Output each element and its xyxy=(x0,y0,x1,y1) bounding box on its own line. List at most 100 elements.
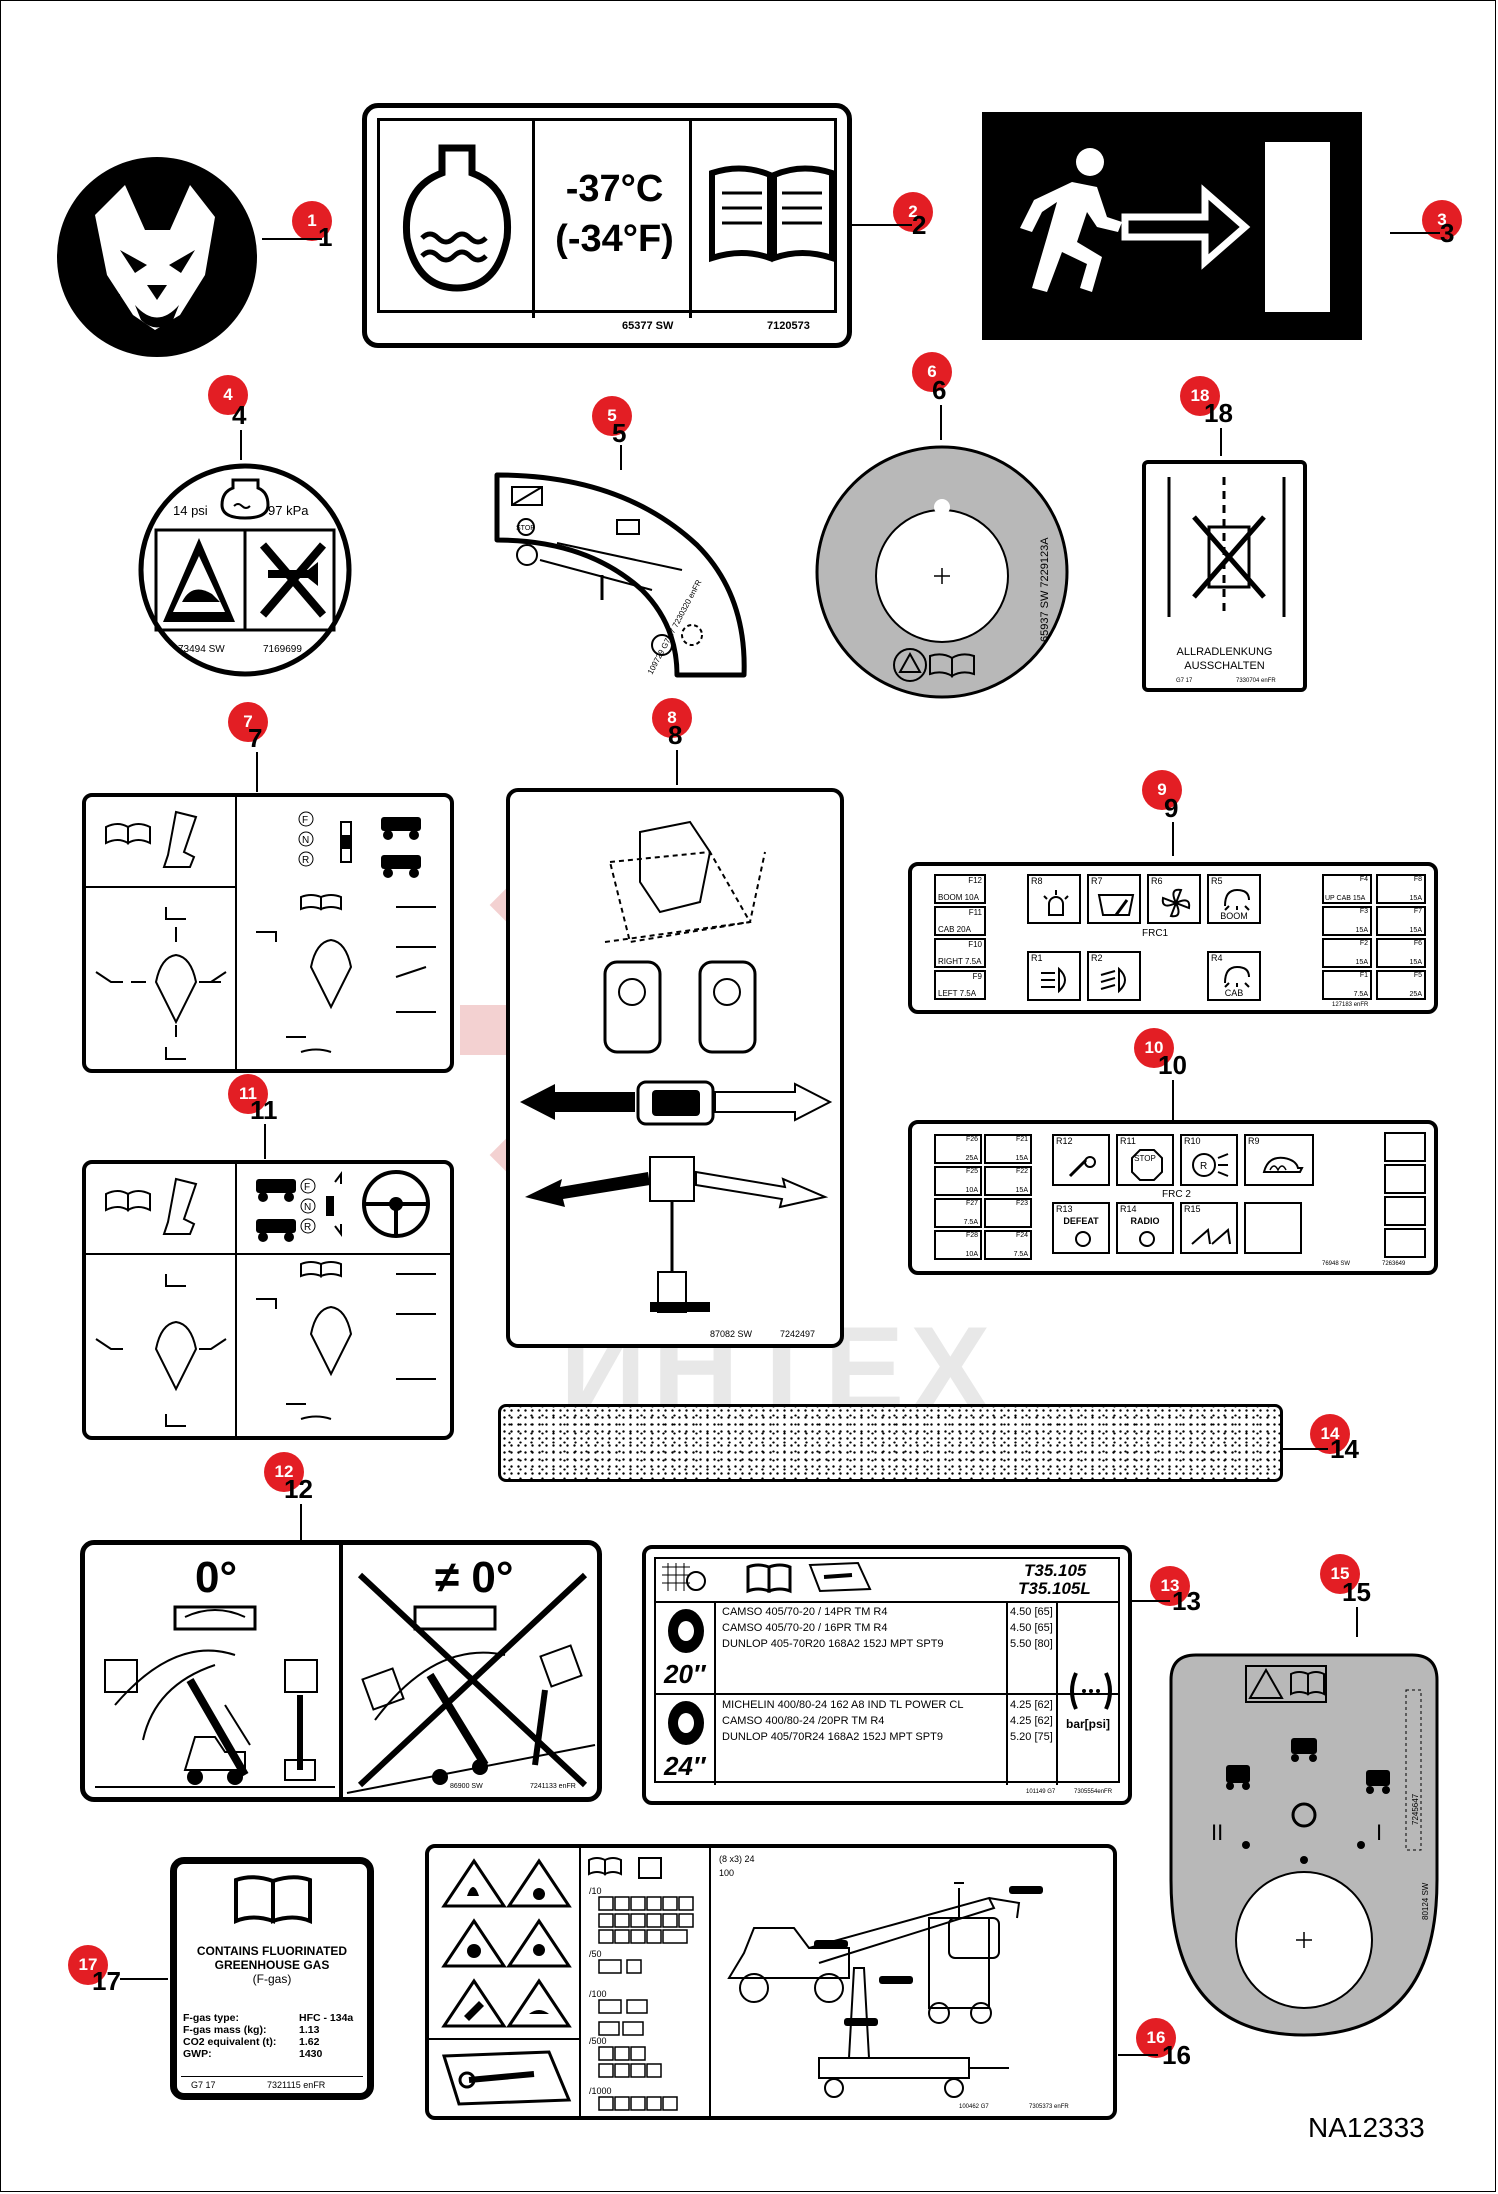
level-ground-decal: 0° ≠ 0° 86900 SW 7241133 enFR xyxy=(80,1540,602,1802)
joystick-movement-decal: 87082 SW 7242497 xyxy=(506,788,844,1348)
item-number-11: 11 xyxy=(250,1095,278,1125)
maintenance-icons-grid: /10 /50 /100 /500 /1000 xyxy=(588,1857,694,2111)
rim-size-20: 20″ xyxy=(664,1659,706,1689)
item-number-2: 2 xyxy=(912,210,927,240)
tire-pressure-gauge-icon xyxy=(1070,1672,1112,1710)
decal-code: 7241133 enFR xyxy=(530,1783,576,1790)
item-number-13: 13 xyxy=(1172,1586,1201,1616)
tire-row: CAMSO 400/80-24 /20PR TM R4 xyxy=(722,1715,885,1727)
pressure-kpa: 97 kPa xyxy=(268,503,309,518)
joystick-movement-diagram: 87082 SW 7242497 xyxy=(520,820,833,1339)
fuse-slot-empty xyxy=(1384,1228,1426,1258)
model-name: T35.105L xyxy=(1018,1579,1091,1598)
leader-line xyxy=(1172,822,1174,856)
item-number-18: 18 xyxy=(1204,398,1233,428)
anti-slip-tread-strip xyxy=(498,1404,1283,1482)
leader-line xyxy=(1118,2054,1158,2056)
decal-code: 76948 SW xyxy=(1322,1261,1351,1267)
badge-17: 17 xyxy=(68,1945,108,1985)
joystick-diagram: FNR xyxy=(86,1164,450,1436)
hydraulic-pressure-decal: 14 psi 97 kPa 73494 SW 7169699 xyxy=(138,463,352,677)
interval-100h: /100 xyxy=(589,1989,607,1999)
tire-row: MICHELIN 400/80-24 162 A8 IND TL POWER C… xyxy=(722,1699,964,1711)
decal-code: G7 17 xyxy=(191,2080,216,2090)
relay-r8: R8 xyxy=(1027,874,1081,924)
tire-row: CAMSO 405/70-20 / 16PR TM R4 xyxy=(722,1622,888,1634)
item-number-6: 6 xyxy=(932,375,947,405)
leader-line xyxy=(264,1124,266,1159)
leader-line xyxy=(676,750,678,785)
fuse-slot-empty xyxy=(1384,1164,1426,1194)
item-number-15: 15 xyxy=(1342,1577,1371,1607)
item-number-14: 14 xyxy=(1330,1434,1359,1464)
bobcat-logo-decal: ® xyxy=(57,157,257,357)
warning-triangles xyxy=(441,1858,572,2028)
pressure-psi: 14 psi xyxy=(173,503,208,518)
decal-text: ALLRADLENKUNG xyxy=(1176,646,1273,658)
arrow-right-icon xyxy=(1121,184,1251,270)
leader-line xyxy=(262,238,322,240)
tire-pressure: 4.50 [65] xyxy=(1010,1606,1053,1618)
item-number-10: 10 xyxy=(1158,1050,1187,1080)
joystick-diagram: FNR xyxy=(86,797,436,1069)
key-switch-disc-decal: 65937 SW 7229123A xyxy=(815,445,1069,699)
fuse-slot-empty xyxy=(1384,1132,1426,1162)
leader-line xyxy=(940,405,942,440)
svg-text:®: ® xyxy=(233,327,240,337)
badge-18: 18 xyxy=(1180,376,1220,416)
fgas-row: F-gas type:HFC - 134a F-gas mass (kg):1.… xyxy=(183,2012,354,2060)
badge-13: 13 xyxy=(1150,1566,1190,1606)
decal-text: AUSSCHALTEN xyxy=(1184,660,1265,672)
badge-5: 5 xyxy=(592,396,632,436)
leader-line xyxy=(120,1978,168,1980)
svg-text:R: R xyxy=(1200,1161,1207,1172)
telehandler-lubrication-diagram xyxy=(727,1882,1043,2098)
all-wheel-steering-off-decal: ALLRADLENKUNG AUSSCHALTEN G7 17 7330704 … xyxy=(1142,460,1307,692)
tire-icon xyxy=(668,1701,704,1745)
tire-pressure: 4.50 [65] xyxy=(1010,1622,1053,1634)
svg-text:N: N xyxy=(304,1202,311,1213)
interval-50h: /50 xyxy=(589,1949,602,1959)
grease-count: (8 x3) 24 xyxy=(719,1854,755,1864)
interval-1000h: /1000 xyxy=(589,2086,612,2096)
model-name: T35.105 xyxy=(1024,1561,1087,1580)
fuse-box-label: FRC 2 xyxy=(1162,1189,1191,1200)
tire-pressure: 4.25 [62] xyxy=(1010,1715,1053,1727)
badge-14: 14 xyxy=(1310,1414,1350,1454)
badge-8: 8 xyxy=(652,698,692,738)
item-number-17: 17 xyxy=(92,1966,121,1996)
not-level-angle-text: ≠ 0° xyxy=(435,1553,514,1602)
steering-mode-icon xyxy=(1167,477,1286,617)
svg-text:F: F xyxy=(304,1182,310,1193)
relay-r2: R2 xyxy=(1087,951,1141,1001)
tire-row: DUNLOP 405-70R20 168A2 152J MPT SPT9 xyxy=(722,1638,944,1650)
grid-gauge-icon xyxy=(662,1563,706,1591)
relay-r6: R6 xyxy=(1147,874,1201,924)
pressure-unit: bar[psi] xyxy=(1066,1717,1111,1731)
manual-book-icon xyxy=(746,1563,792,1594)
badge-16: 16 xyxy=(1136,2018,1176,2058)
decal-code: 7263649 xyxy=(1382,1261,1406,1267)
decal-code: 7245647 xyxy=(1411,1793,1420,1825)
